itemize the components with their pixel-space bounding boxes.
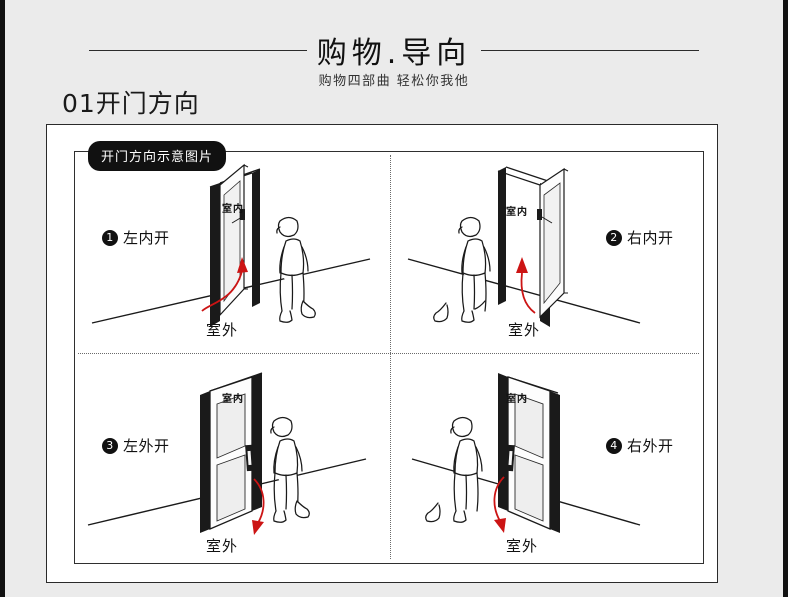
diagram-inner-frame (74, 151, 704, 564)
quadrant-left-inward: 室内 室外 1 左内开 (74, 151, 388, 355)
quadrant-label-text: 左内开 (123, 229, 170, 247)
header-title-row: 购物.导向 (0, 28, 788, 72)
quadrant-label-right-outward: 4 右外开 (606, 435, 674, 456)
quadrant-label-left-outward: 3 左外开 (102, 435, 170, 456)
door-scene-right-outward: 室内 室外 (390, 357, 704, 561)
indoor-label: 室内 (222, 394, 244, 405)
page-header: 购物.导向 购物四部曲 轻松你我他 (0, 0, 788, 96)
page-left-edge-bar (0, 0, 5, 597)
quadrant-label-text: 左外开 (123, 437, 170, 455)
page-right-edge-bar (783, 0, 788, 597)
grid-horizontal-divider (78, 353, 699, 354)
quadrant-label-text: 右外开 (627, 437, 674, 455)
header-rule-left (88, 49, 307, 51)
quadrant-label-left-inward: 1 左内开 (102, 227, 170, 248)
outdoor-label: 室外 (508, 321, 541, 339)
diagram-grid: 室内 室外 1 左内开 (74, 151, 703, 563)
quadrant-label-text: 右内开 (627, 229, 674, 247)
header-subtitle: 购物四部曲 轻松你我他 (318, 74, 470, 89)
door-scene-right-inward: 室内 室外 (390, 151, 704, 355)
page-title: 购物.导向 (316, 36, 472, 71)
indoor-label: 室内 (506, 394, 528, 405)
outdoor-label: 室外 (206, 321, 239, 339)
grid-vertical-divider (390, 155, 391, 559)
quadrant-number-badge: 3 (102, 437, 118, 454)
header-rule-right (481, 49, 700, 51)
door-scene-left-outward: 室内 室外 (74, 357, 388, 561)
quadrant-label-right-inward: 2 右内开 (606, 227, 674, 248)
quadrant-number-badge: 1 (102, 229, 118, 246)
outdoor-label: 室外 (206, 537, 239, 555)
quadrant-right-outward: 室内 室外 4 右外开 (390, 357, 704, 561)
quadrant-right-inward: 室内 室外 2 右内开 (390, 151, 704, 355)
indoor-label: 室内 (506, 207, 528, 218)
quadrant-left-outward: 室内 室外 3 左外开 (74, 357, 388, 561)
diagram-badge: 开门方向示意图片 (88, 141, 227, 171)
indoor-label: 室内 (222, 204, 244, 215)
door-scene-left-inward: 室内 室外 (74, 151, 388, 355)
quadrant-number-badge: 4 (606, 437, 622, 454)
outdoor-label: 室外 (506, 537, 539, 555)
section-heading: 01开门方向 (62, 89, 200, 118)
quadrant-number-badge: 2 (606, 229, 622, 246)
